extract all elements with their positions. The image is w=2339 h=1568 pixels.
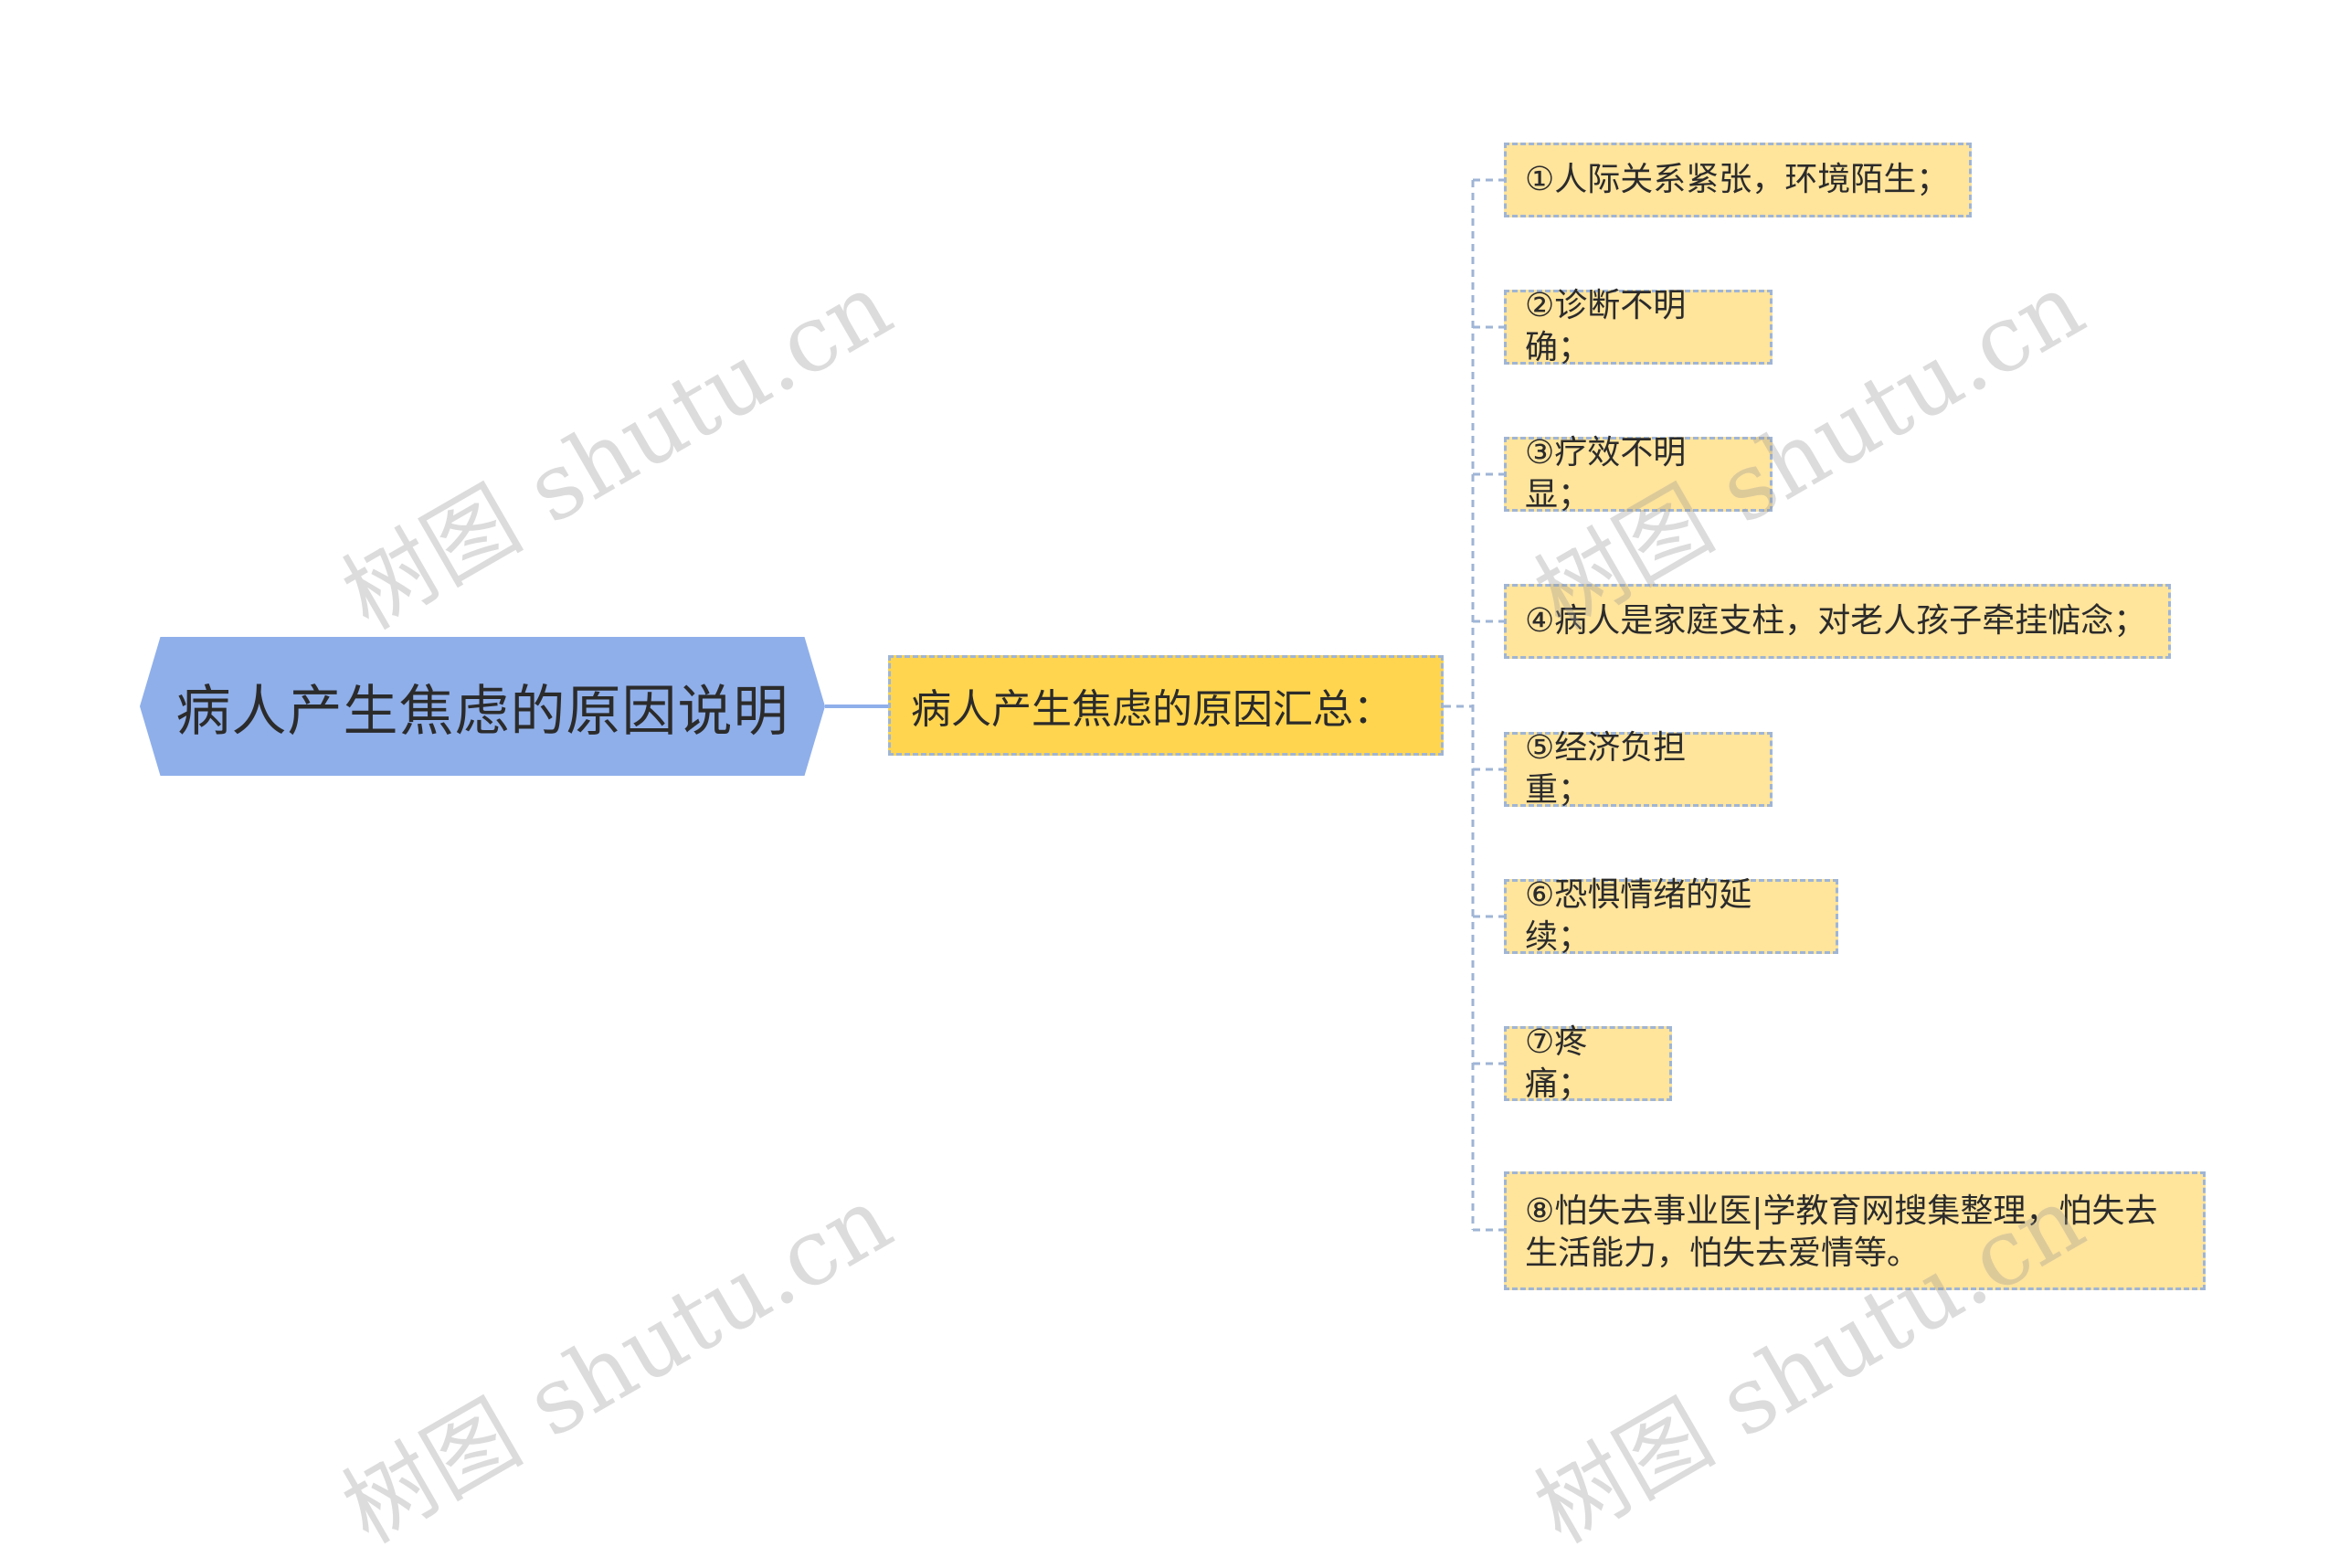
root-node-label: 病人产生焦虑的原因说明 (175, 679, 789, 744)
summary-node[interactable]: 病人产生焦虑的原因汇总： (888, 655, 1444, 756)
root-node[interactable]: 病人产生焦虑的原因说明 (140, 637, 825, 776)
cause-node-8[interactable]: ⑧怕失去事业医|学教育网搜集整理，怕失去生活能力，怕失去爱情等。 (1504, 1171, 2206, 1290)
cause-label: ③疗效不明显； (1525, 433, 1687, 514)
connector-lines (825, 178, 1504, 1232)
cause-node-6[interactable]: ⑥恐惧情绪的延续； (1504, 876, 1838, 956)
mind-map-canvas: 病人产生焦虑的原因说明 病人产生焦虑的原因汇总： ①人际关系紧张，环境陌生； ②… (140, 143, 2206, 1563)
cause-node-2[interactable]: ②诊断不明确； (1504, 287, 1773, 366)
cause-node-5[interactable]: ⑤经济负担重； (1504, 729, 1773, 809)
cause-label: ⑦疼痛； (1525, 1022, 1592, 1103)
cause-node-1[interactable]: ①人际关系紧张，环境陌生； (1504, 143, 1972, 217)
cause-label: ②诊断不明确； (1525, 286, 1687, 366)
cause-node-4[interactable]: ④病人是家庭支柱，对老人孩子牵挂惦念； (1504, 584, 2171, 659)
cause-node-7[interactable]: ⑦疼痛； (1504, 1023, 1672, 1103)
cause-node-3[interactable]: ③疗效不明显； (1504, 434, 1773, 514)
cause-label: ⑧怕失去事业医|学教育网搜集整理，怕失去生活能力，怕失去爱情等。 (1525, 1192, 2158, 1273)
cause-label: ⑥恐惧情绪的延续； (1525, 875, 1752, 956)
cause-label: ④病人是家庭支柱，对老人孩子牵挂惦念； (1525, 601, 2147, 640)
cause-label: ①人际关系紧张，环境陌生； (1525, 160, 1950, 198)
summary-node-label: 病人产生焦虑的原因汇总： (911, 686, 1393, 733)
cause-label: ⑤经济负担重； (1525, 728, 1687, 809)
